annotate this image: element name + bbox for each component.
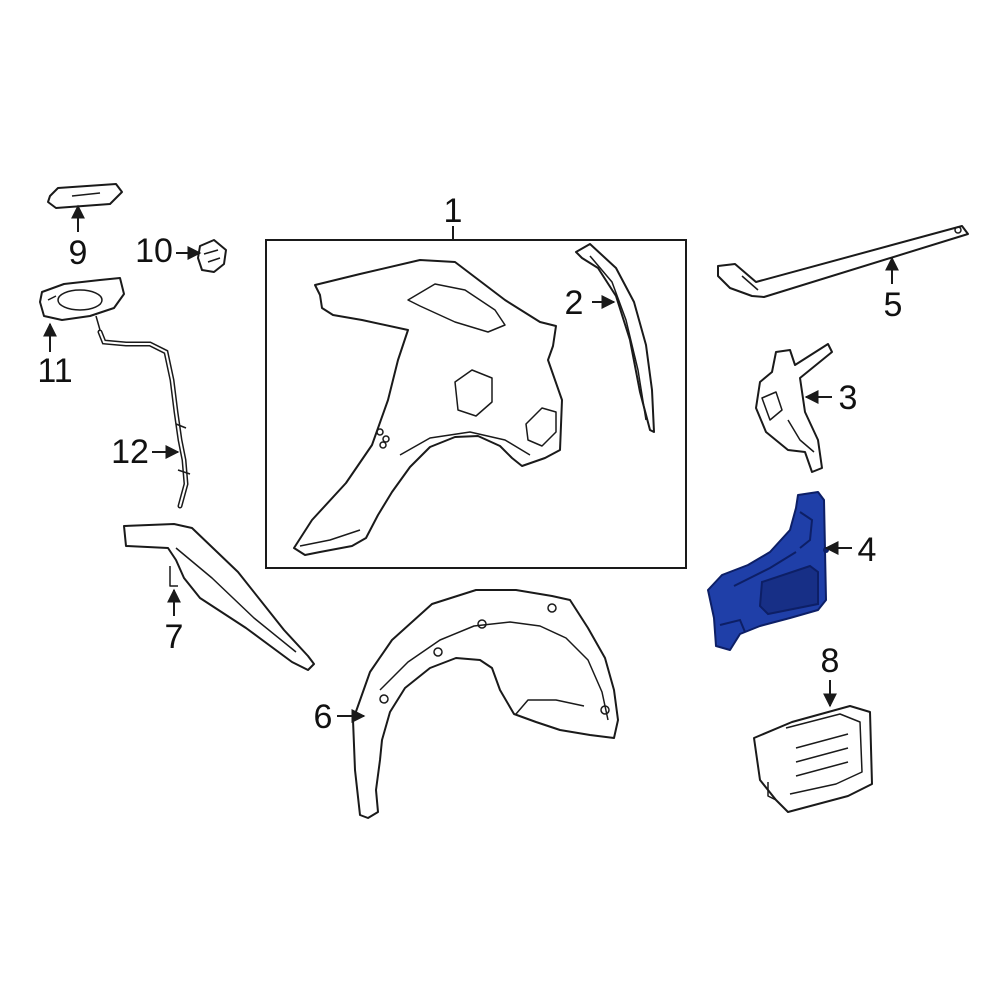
part-1-quarter-panel[interactable] bbox=[265, 239, 687, 569]
callout-12[interactable]: 12 bbox=[111, 433, 149, 471]
part-8-pressure-relief-vent[interactable] bbox=[753, 705, 873, 813]
callout-8[interactable]: 8 bbox=[821, 642, 840, 680]
part-4-wheelhouse-panel[interactable] bbox=[707, 491, 829, 651]
part-5-support-brace[interactable] bbox=[717, 225, 969, 298]
callout-labels: 1 2 3 4 5 6 7 8 9 10 11 12 bbox=[37, 192, 902, 736]
part-2-pillar-trim-strip[interactable] bbox=[575, 243, 655, 433]
callout-1[interactable]: 1 bbox=[444, 192, 463, 230]
part-7-lower-rail-extension[interactable] bbox=[123, 523, 315, 671]
part-12-drain-hose[interactable] bbox=[97, 329, 191, 509]
part-1-frame bbox=[265, 239, 687, 569]
callout-5[interactable]: 5 bbox=[884, 286, 903, 324]
highlighted-part-fill bbox=[707, 491, 827, 651]
part-9-fuel-door-seal[interactable] bbox=[47, 183, 123, 209]
callout-6[interactable]: 6 bbox=[314, 698, 333, 736]
part-3-upper-bracket[interactable] bbox=[755, 343, 833, 473]
callout-3[interactable]: 3 bbox=[839, 379, 858, 417]
callout-2[interactable]: 2 bbox=[565, 284, 584, 322]
part-11-fuel-door-housing[interactable] bbox=[39, 277, 125, 331]
callout-4[interactable]: 4 bbox=[858, 531, 877, 569]
callout-11[interactable]: 11 bbox=[37, 352, 72, 390]
callout-10[interactable]: 10 bbox=[135, 232, 173, 270]
callout-9[interactable]: 9 bbox=[69, 234, 88, 272]
part-10-clip-nut[interactable] bbox=[197, 239, 227, 273]
callout-7[interactable]: 7 bbox=[165, 618, 184, 656]
leader-lines bbox=[43, 204, 899, 723]
part-6-fender-liner[interactable] bbox=[352, 589, 619, 819]
